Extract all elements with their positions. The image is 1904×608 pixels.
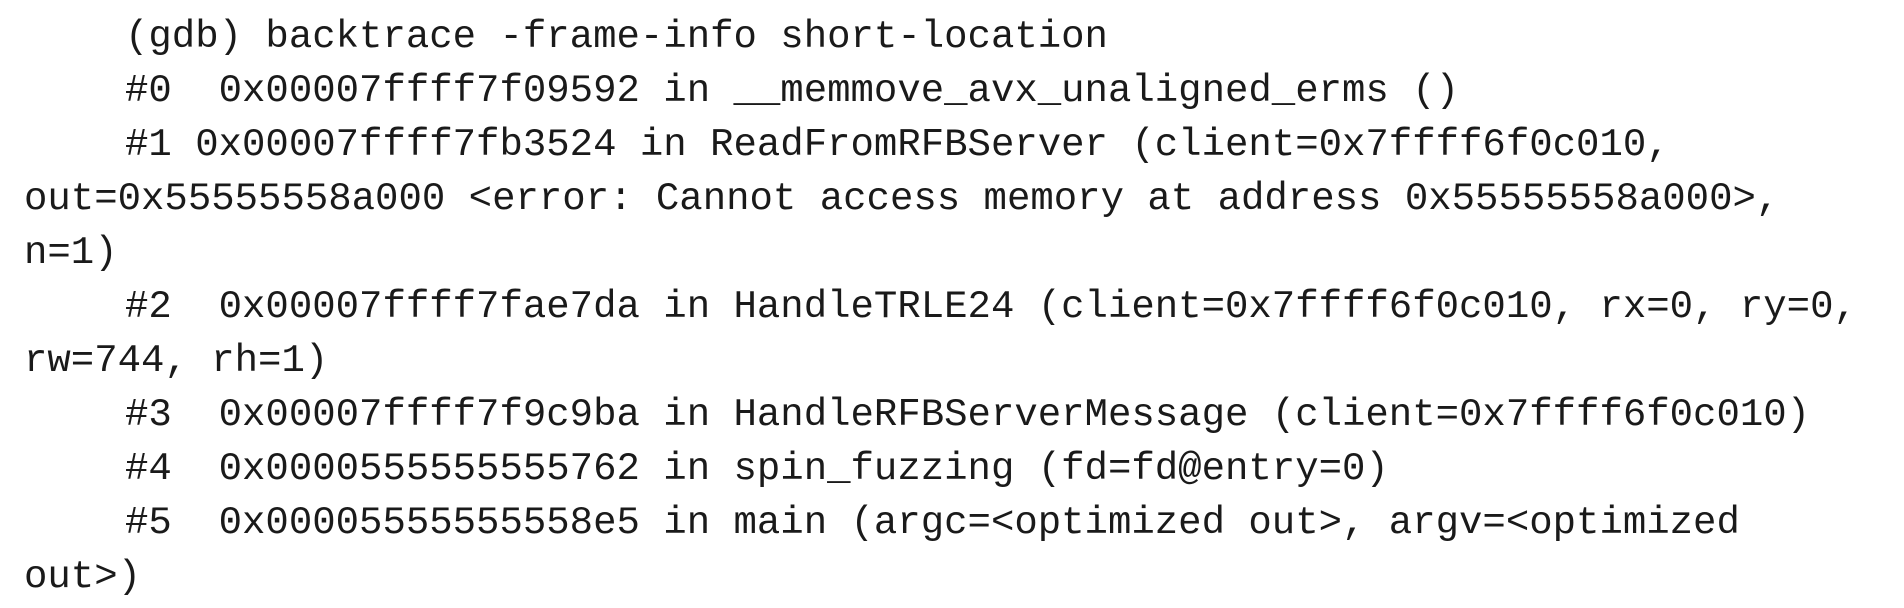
- backtrace-frame-1-continuation: out=0x55555558a000 <error: Cannot access…: [24, 177, 1780, 221]
- backtrace-frame-5-continuation: out>): [24, 555, 142, 599]
- backtrace-frame-3: #3 0x00007ffff7f9c9ba in HandleRFBServer…: [125, 393, 1811, 437]
- backtrace-frame-0: #0 0x00007ffff7f09592 in __memmove_avx_u…: [125, 69, 1460, 113]
- backtrace-frame-2-continuation: rw=744, rh=1): [24, 339, 329, 383]
- backtrace-frame-4: #4 0x0000555555555762 in spin_fuzzing (f…: [125, 447, 1389, 491]
- backtrace-frame-1: #1 0x00007ffff7fb3524 in ReadFromRFBServ…: [125, 123, 1670, 167]
- backtrace-frame-5: #5 0x00005555555558e5 in main (argc=<opt…: [125, 501, 1740, 545]
- backtrace-frame-2: #2 0x00007ffff7fae7da in HandleTRLE24 (c…: [125, 285, 1857, 329]
- gdb-command-line: (gdb) backtrace -frame-info short-locati…: [125, 15, 1108, 59]
- backtrace-frame-1-continuation-2: n=1): [24, 231, 118, 275]
